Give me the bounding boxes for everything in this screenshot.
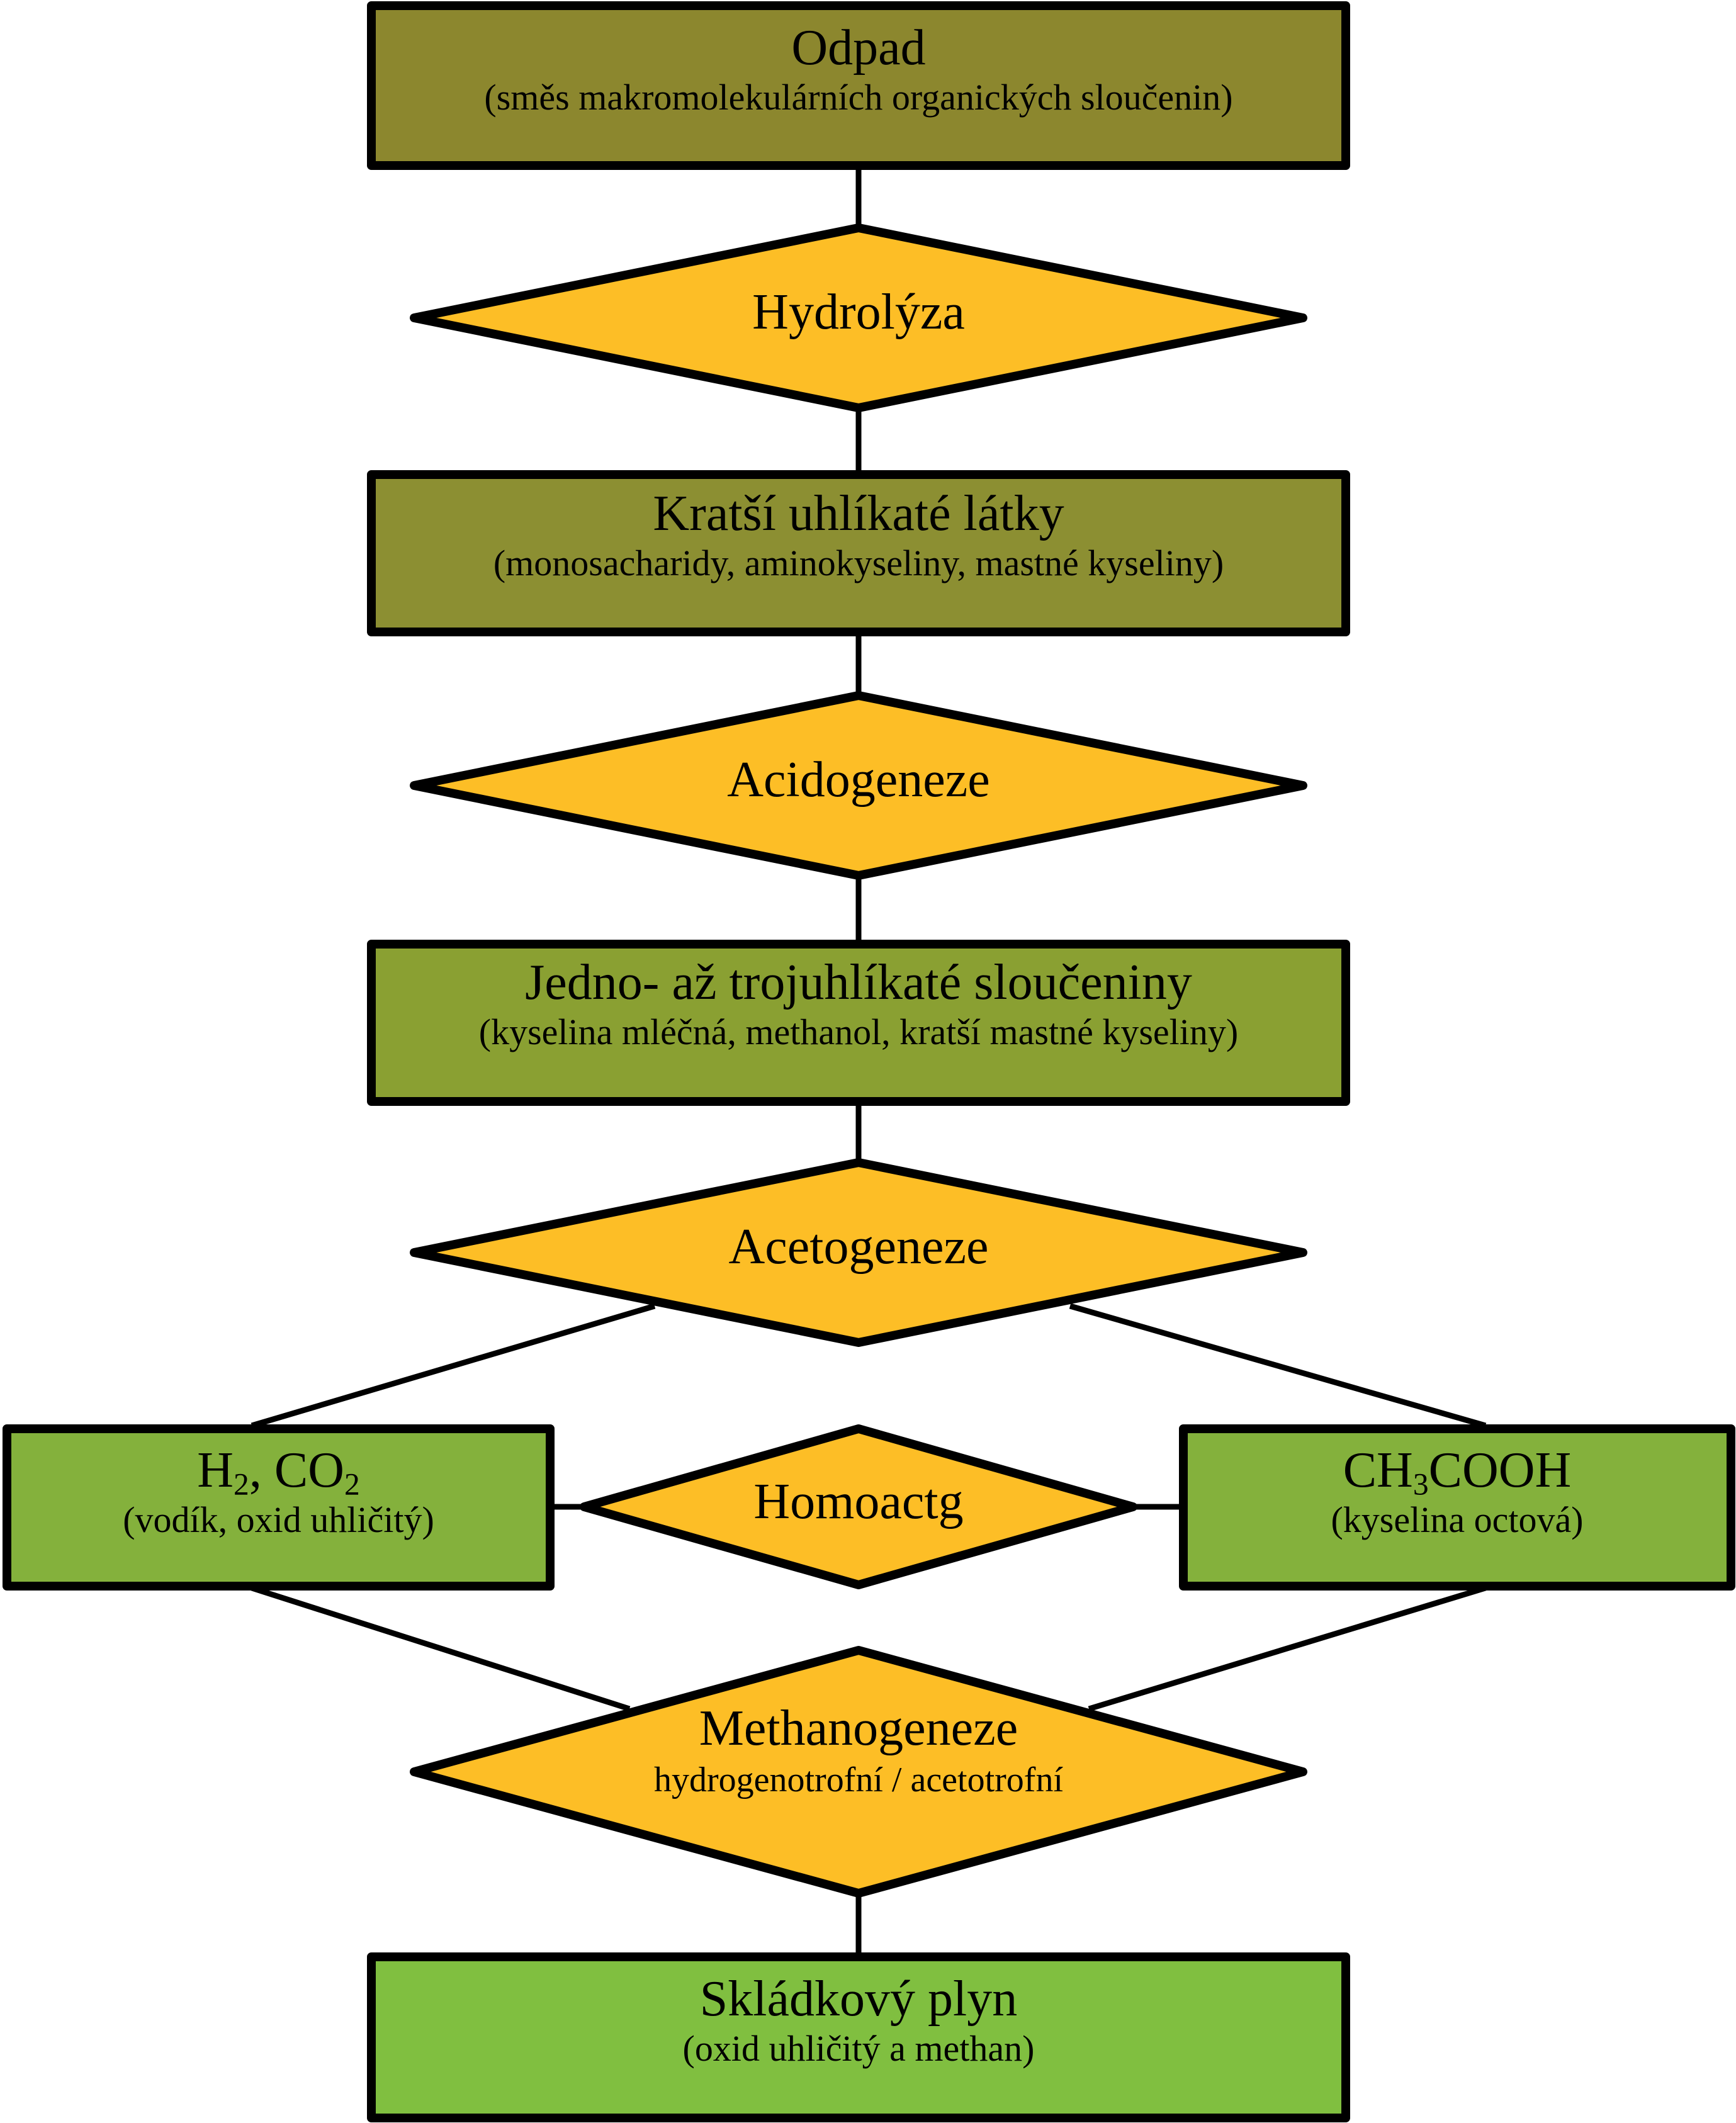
box-ch3cooh	[1179, 1424, 1735, 1591]
box-jedno	[367, 940, 1350, 1106]
diamond-methanogeneze	[410, 1646, 1307, 1898]
connector-h2co2-methanogeneze	[251, 1585, 631, 1712]
diamond-acidogeneze	[410, 691, 1307, 880]
connector-acetogeneze-ch3cooh	[1069, 1303, 1487, 1429]
connector-ch3cooh-methanogeneze	[1088, 1585, 1487, 1712]
connector-acetogeneze-h2co2	[251, 1303, 656, 1429]
diamond-homoactg	[580, 1424, 1137, 1589]
connectors	[251, 167, 1487, 1954]
box-kratsi	[367, 470, 1350, 636]
box-skladkovy	[367, 1952, 1350, 2122]
box-h2co2	[3, 1424, 555, 1591]
diamond-acetogeneze	[410, 1158, 1307, 1347]
nodes	[3, 1, 1735, 2122]
box-odpad	[367, 1, 1350, 170]
diamond-hydrolyza	[410, 223, 1307, 412]
